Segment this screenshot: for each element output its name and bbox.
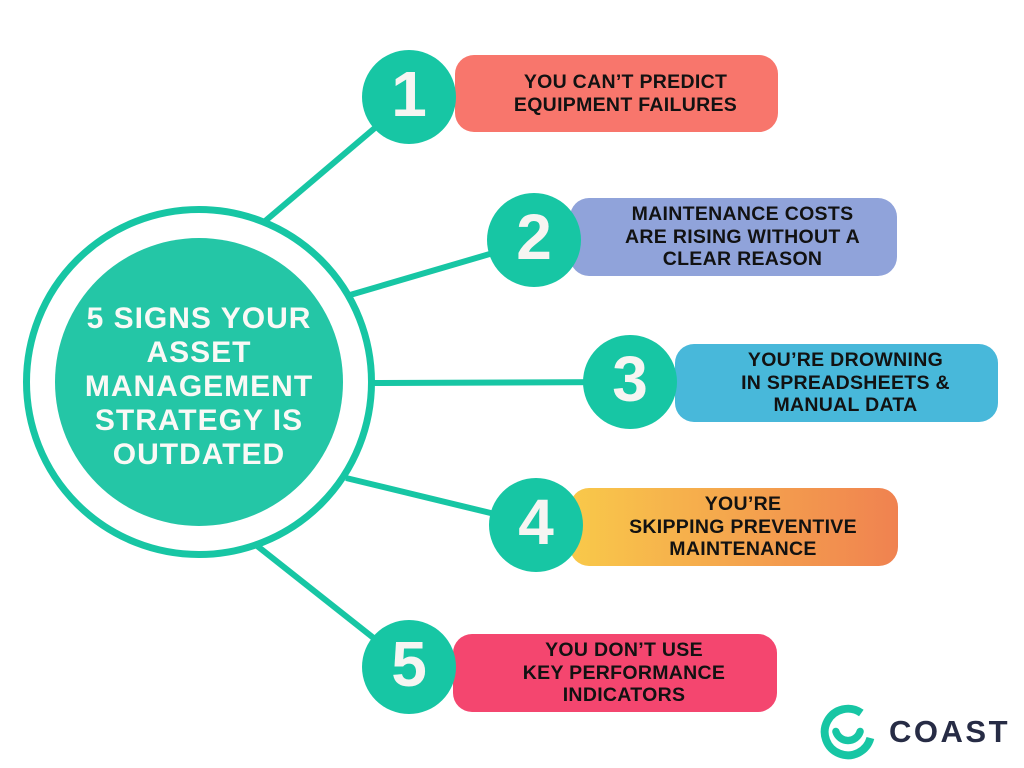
item-2-number: 2 <box>516 201 552 273</box>
item-4-number-badge: 4 <box>489 478 583 572</box>
item-1-label-box: YOU CAN’T PREDICT EQUIPMENT FAILURES <box>455 55 778 132</box>
item-4-label-box: YOU’RE SKIPPING PREVENTIVE MAINTENANCE <box>570 488 898 566</box>
central-title-line: ASSET <box>146 336 252 369</box>
central-title: 5 SIGNS YOUR ASSET MANAGEMENT STRATEGY I… <box>85 292 313 472</box>
item-5-text-line: INDICATORS <box>562 684 686 707</box>
item-1-text-line: EQUIPMENT FAILURES <box>513 93 738 116</box>
item-2-text-line: CLEAR REASON <box>662 248 823 271</box>
item-5-text-line: KEY PERFORMANCE <box>522 661 726 684</box>
item-1-text-line: YOU CAN’T PREDICT <box>523 71 728 93</box>
item-3-text-line: YOU’RE DROWNING <box>747 349 944 372</box>
coast-logo: COAST <box>820 704 1010 760</box>
central-circle: 5 SIGNS YOUR ASSET MANAGEMENT STRATEGY I… <box>55 238 343 526</box>
coast-icon-smile <box>832 727 864 745</box>
item-3-number-badge: 3 <box>583 335 677 429</box>
item-1-number: 1 <box>391 58 427 130</box>
item-3-number: 3 <box>612 343 648 415</box>
item-4-text-line: YOU’RE <box>704 493 782 516</box>
central-title-line: STRATEGY IS <box>94 404 304 437</box>
coast-logo-icon <box>820 704 875 760</box>
item-5-text-line: YOU DON’T USE <box>545 639 703 662</box>
item-2-text-line: ARE RISING WITHOUT A <box>625 225 860 248</box>
item-3-text-line: IN SPREADSHEETS & <box>741 371 950 394</box>
central-circle-ring: 5 SIGNS YOUR ASSET MANAGEMENT STRATEGY I… <box>23 206 375 558</box>
coast-icon-ring <box>820 704 875 760</box>
item-1-number-badge: 1 <box>362 50 456 144</box>
item-4-text-line: SKIPPING PREVENTIVE <box>629 515 857 538</box>
item-3-label-box: YOU’RE DROWNING IN SPREADSHEETS & MANUAL… <box>675 344 998 422</box>
item-5-label-box: YOU DON’T USE KEY PERFORMANCE INDICATORS <box>453 634 777 712</box>
item-2-text-line: MAINTENANCE COSTS <box>631 203 854 226</box>
central-title-line: MANAGEMENT <box>84 370 314 403</box>
item-2-label-box: MAINTENANCE COSTS ARE RISING WITHOUT A C… <box>570 198 897 276</box>
item-5-number: 5 <box>391 628 427 700</box>
central-title-line: 5 SIGNS YOUR <box>86 302 312 335</box>
item-2-number-badge: 2 <box>487 193 581 287</box>
item-4-number: 4 <box>518 486 554 558</box>
item-3-text-line: MANUAL DATA <box>773 394 918 417</box>
item-5-number-badge: 5 <box>362 620 456 714</box>
central-title-line: OUTDATED <box>112 438 286 471</box>
item-4-text-line: MAINTENANCE <box>669 538 817 561</box>
coast-logo-text: COAST <box>889 714 1010 749</box>
